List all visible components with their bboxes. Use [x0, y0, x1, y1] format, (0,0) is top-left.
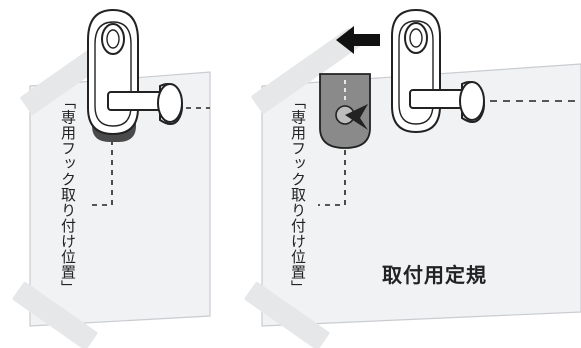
hook-icon — [391, 8, 485, 134]
right-tape-top — [251, 28, 361, 114]
hook-icon — [87, 8, 183, 136]
right-tape-bottom — [244, 281, 330, 348]
left-panel — [12, 8, 211, 348]
left-vertical-label: 「専用フック取り付け位置」 — [59, 94, 77, 296]
left-tape-bottom — [12, 281, 98, 348]
right-panel — [244, 8, 581, 348]
right-vertical-label: 「専用フック取り付け位置」 — [289, 94, 307, 296]
template-pointer — [345, 104, 368, 130]
template-name-label: 取付用定規 — [382, 263, 487, 287]
right-dashed-guide — [318, 150, 346, 206]
arrow-left-icon — [336, 26, 380, 54]
left-board — [29, 71, 211, 327]
